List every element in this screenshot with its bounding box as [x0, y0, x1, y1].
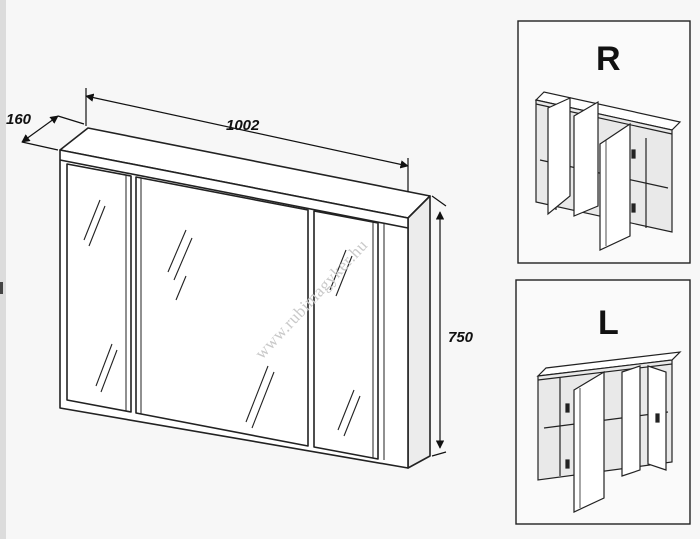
main-cabinet-drawing: [59, 127, 431, 469]
variant-label-l: L: [598, 304, 619, 342]
cabinet-open-left: [536, 351, 682, 513]
depth-dimension: [21, 115, 85, 151]
right-door: [313, 210, 379, 460]
height-label: 750: [448, 329, 474, 346]
variant-panel-left: L: [515, 279, 691, 525]
variant-label-r: R: [596, 40, 621, 78]
center-door: [135, 176, 309, 447]
left-door: [66, 163, 132, 413]
mirror-reflections: [83, 199, 361, 437]
width-dimension: [85, 88, 409, 192]
top-edge-line: [59, 159, 409, 229]
variant-panel-right: R: [517, 20, 691, 264]
width-label: 1002: [226, 117, 260, 134]
scan-mark: [0, 282, 3, 294]
cabinet-open-right: [534, 91, 682, 251]
cabinet-side: [407, 195, 431, 469]
height-dimension: [431, 195, 447, 457]
depth-label: 160: [6, 111, 32, 128]
scan-edge: [0, 0, 6, 539]
